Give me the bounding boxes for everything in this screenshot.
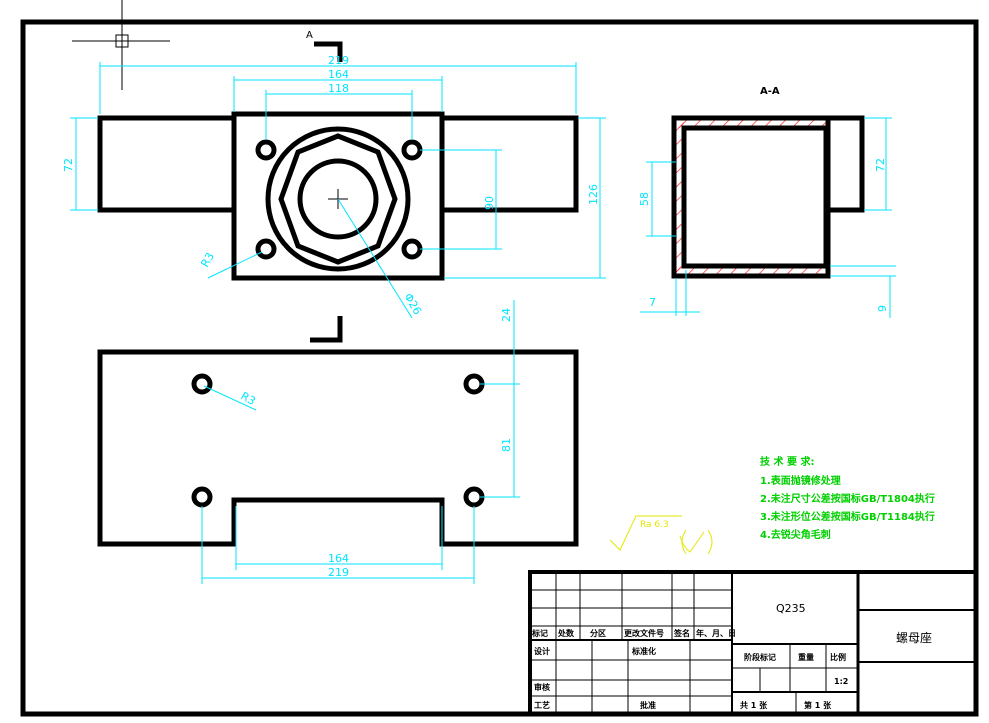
dim-front-overall: 219 [328,54,349,67]
dim-left-height: 72 [62,158,75,172]
tb-approve: 批准 [640,700,656,710]
tech-requirements: 技 术 要 求: 1.表面抛镜修处理 2.未注尺寸公差按国标GB/T1804执行… [760,455,935,541]
dim-top-offset: 24 [500,308,513,322]
section-view: A-A 58 72 7 9 [638,86,896,318]
tb-design: 设计 [534,646,550,656]
mount-hole-tr [401,139,423,161]
section-hatch-top [674,118,826,128]
dim-bottom-mid: 164 [328,552,349,565]
tb-header-1: 处数 [557,628,575,638]
front-hole-tr [463,373,485,395]
section-label: A-A [760,86,780,97]
tech-heading: 技 术 要 求: [760,455,814,468]
tb-scale-value: 1:2 [834,677,848,686]
tech-item-4: 4.去锐尖角毛刺 [760,528,831,541]
tb-process: 工艺 [534,700,550,710]
title-block [528,570,978,716]
section-marker-top: A [306,30,313,41]
dim-section-right: 72 [874,158,887,172]
section-arrow-front [310,316,343,343]
tb-header-3: 更改文件号 [624,628,664,638]
dim-front-holes: 118 [328,82,349,95]
dim-section-bottom: 9 [876,305,889,312]
dim-hole-radius: R3 [198,250,217,269]
tech-item-2: 2.未注尺寸公差按国标GB/T1804执行 [760,492,935,505]
roughness-symbol [609,515,713,555]
roughness-value: Ra 6.3 [640,520,669,530]
top-view: A [62,30,606,319]
section-inner-cavity [681,125,829,269]
bore-circle [297,158,379,240]
dim-bottom-overall: 219 [328,566,349,579]
mount-hole-br [401,238,423,260]
material-label: Q235 [776,602,806,615]
sheet-border [20,19,979,717]
tb-standardize: 标准化 [631,646,656,656]
tech-item-1: 1.表面抛镜修处理 [760,474,841,487]
mount-hole-bl [255,238,277,260]
tb-sheets-total: 共 1 张 [740,700,768,710]
dim-bottom-hole-spacing: 81 [500,438,513,452]
part-name-label: 螺母座 [896,630,932,645]
tb-weight: 重量 [798,652,814,662]
front-hole-br [463,486,485,508]
tb-sheet-no: 第 1 张 [804,700,832,710]
front-hole-tl [191,373,213,395]
dim-bore: Φ26 [401,291,424,317]
tb-header-5: 年、月、日 [696,628,736,638]
dim-section-wall: 7 [649,296,656,309]
mount-hole-tl [255,139,277,161]
dim-front-mid: 164 [328,68,349,81]
tb-header-4: 签名 [673,628,690,638]
boss-outer-circle [265,126,411,272]
section-arrow-top [314,41,343,62]
dim-right-height: 126 [587,184,600,205]
section-hatch-left [674,118,684,276]
tb-stage-mark: 阶段标记 [744,652,776,662]
front-view-outline [97,349,579,547]
cursor-crosshair [72,0,170,90]
dim-section-height: 58 [638,192,651,206]
front-view: 24 81 R3 164 219 [97,300,579,584]
section-hatch-bottom [674,266,826,276]
tb-scale: 比例 [830,652,846,662]
tb-header-2: 分区 [590,628,606,638]
dim-hole-spacing-v: 90 [483,196,496,210]
tech-item-3: 3.未注形位公差按国标GB/T1184执行 [760,510,935,523]
boss-octagon [278,133,398,265]
front-hole-bl [191,486,213,508]
dim-bottom-hole-radius: R3 [239,389,258,408]
tb-review: 审核 [534,682,550,692]
section-outline [671,115,865,279]
tb-header-0: 标记 [531,628,548,638]
